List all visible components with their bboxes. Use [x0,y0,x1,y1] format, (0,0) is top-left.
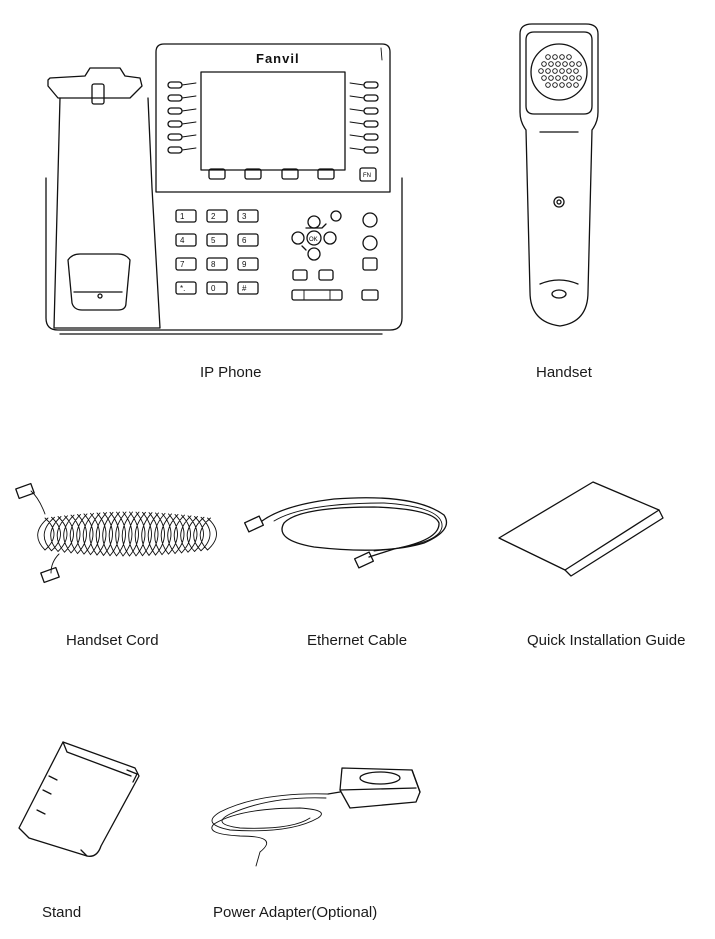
svg-text:6: 6 [242,236,247,245]
brand-logo: Fanvil [256,51,300,66]
ip-phone-illustration: Fanvil FN 1 2 3 4 5 6 7 8 9 *. 0 # OK [30,38,410,338]
caption-power-adapter: Power Adapter(Optional) [213,904,378,921]
handset-illustration [510,22,610,332]
svg-text:3: 3 [242,212,247,221]
caption-handset: Handset [536,364,592,381]
ok-key-label: OK [309,237,318,243]
keypad-key-2: 2 [206,209,228,223]
ethernet-cable-illustration [243,485,454,580]
caption-stand: Stand [42,904,82,921]
caption-handset-cord: Handset Cord [66,632,159,649]
keypad-key-5: 5 [206,233,228,247]
svg-text:5: 5 [211,236,216,245]
stand-illustration [15,738,145,868]
keypad-key-3: 3 [237,209,259,223]
keypad-key-9: 9 [237,257,259,271]
keypad-key-10: *. [175,281,197,295]
keypad-key-1: 1 [175,209,197,223]
keypad-key-7: 7 [175,257,197,271]
svg-text:4: 4 [180,236,185,245]
caption-ethernet-cable: Ethernet Cable [307,632,408,649]
svg-text:2: 2 [211,212,216,221]
keypad-key-12: # [237,281,259,295]
keypad-key-8: 8 [206,257,228,271]
keypad-key-4: 4 [175,233,197,247]
quick-guide-illustration [495,478,665,578]
keypad-key-6: 6 [237,233,259,247]
caption-quick-guide: Quick Installation Guide [527,632,686,649]
svg-text:9: 9 [242,260,247,269]
handset-cord-illustration [15,478,230,588]
caption-ip-phone: IP Phone [200,364,262,381]
svg-text:0: 0 [211,284,216,293]
svg-text:1: 1 [180,212,185,221]
svg-text:#: # [242,284,247,293]
fn-key-label: FN [363,173,371,179]
svg-text:8: 8 [211,260,216,269]
svg-text:*.: *. [180,284,185,293]
svg-text:7: 7 [180,260,185,269]
keypad-key-11: 0 [206,281,228,295]
power-adapter-illustration [200,762,440,872]
